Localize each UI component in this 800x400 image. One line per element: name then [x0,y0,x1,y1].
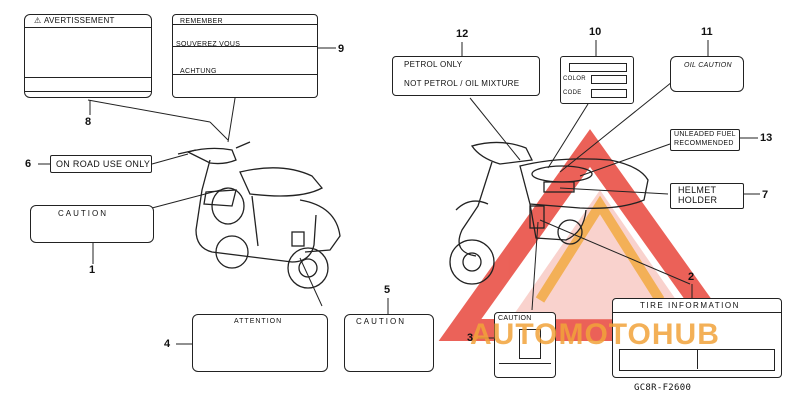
label-helmet-holder [670,183,744,209]
watermark-text: AUTOMOTOHUB [470,318,720,351]
unleaded-line1-text: UNLEADED FUEL [674,131,736,138]
souverez-vous-text: SOUVEREZ VOUS [176,41,241,48]
label-petrol-only [392,56,540,96]
scooter-left-illustration [177,141,341,289]
callout-7: 7 [762,189,769,201]
callout-10: 10 [589,26,602,38]
label-avertissement [24,14,152,98]
avertissement-text: AVERTISSEMENT [44,16,115,25]
callout-3: 3 [467,332,474,344]
callout-6: 6 [25,158,32,170]
callout-1: 1 [89,264,96,276]
petrol-only-text: PETROL ONLY [404,60,463,69]
label-tire-information [612,298,782,378]
helmet-line1-text: HELMET [678,185,717,195]
label-caution-1 [30,205,154,243]
label-remember [172,14,318,98]
callout-12: 12 [456,28,469,40]
label-caution-5 [344,314,434,372]
label-attention [192,314,328,372]
callout-2: 2 [688,271,695,283]
tire-information-text: TIRE INFORMATION [640,301,740,310]
unleaded-line2-text: RECOMMENDED [674,140,734,147]
remember-text: REMEMBER [180,18,223,25]
callout-8: 8 [85,116,92,128]
callout-9: 9 [338,43,345,55]
helmet-line2-text: HOLDER [678,195,718,205]
oil-caution-text: OIL CAUTION [684,62,732,69]
color-text: COLOR [563,76,586,82]
caution-5-text: CAUTION [356,317,406,326]
diagram-code: GC8R-F2600 [634,383,692,393]
not-petrol-oil-text: NOT PETROL / OIL MIXTURE [404,79,520,88]
callout-11: 11 [701,26,713,38]
leader-lines [38,40,760,345]
achtung-text: ACHTUNG [180,68,217,75]
attention-text: ATTENTION [234,318,283,325]
label-color-code [560,56,634,104]
caution-1-text: CAUTION [58,209,108,218]
on-road-use-only-text: ON ROAD USE ONLY [56,159,151,169]
label-caution-3 [494,312,556,378]
label-unleaded-fuel [670,129,740,151]
scooter-right-illustration [449,141,649,285]
code-text: CODE [563,90,582,96]
label-on-road-use-only [50,155,152,173]
callout-4: 4 [164,338,171,350]
callout-13: 13 [760,132,773,144]
warning-triangle-icon: ⚠ [34,16,42,25]
caution-3-text: CAUTION [498,315,532,322]
watermark-logo-icon [438,129,742,341]
callout-5: 5 [384,284,391,296]
label-oil-caution [670,56,744,92]
